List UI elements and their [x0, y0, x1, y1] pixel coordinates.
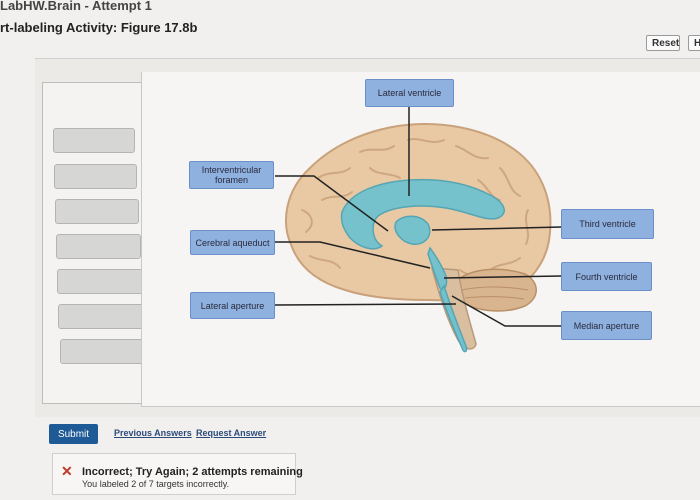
- assignment-title: LabHW.Brain - Attempt 1: [0, 0, 152, 13]
- previous-answers-link[interactable]: Previous Answers: [114, 428, 192, 438]
- feedback-panel: ✕ Incorrect; Try Again; 2 attempts remai…: [52, 453, 303, 495]
- brain-illustration: [285, 123, 552, 302]
- empty-label-slot[interactable]: [56, 234, 141, 259]
- help-button[interactable]: He: [688, 35, 700, 51]
- reset-button[interactable]: Reset: [646, 35, 680, 51]
- activity-title: rt-labeling Activity: Figure 17.8b: [0, 20, 198, 35]
- label-cerebral-aqueduct[interactable]: Cerebral aqueduct: [190, 230, 275, 255]
- feedback-status: Incorrect; Try Again; 2 attempts remaini…: [82, 466, 303, 478]
- incorrect-icon: ✕: [61, 463, 73, 479]
- cerebellum-folia: [461, 286, 529, 300]
- empty-label-slot[interactable]: [58, 304, 145, 329]
- label-lateral-ventricle[interactable]: Lateral ventricle: [365, 79, 454, 107]
- empty-label-slot[interactable]: [57, 269, 143, 294]
- leader-lines: [274, 107, 563, 327]
- feedback-detail: You labeled 2 of 7 targets incorrectly.: [82, 479, 230, 489]
- request-answer-link[interactable]: Request Answer: [196, 428, 267, 438]
- empty-label-slot[interactable]: [53, 128, 135, 153]
- label-interventricular-foramen[interactable]: Interventricular foramen: [189, 161, 274, 189]
- label-median-aperture[interactable]: Median aperture: [561, 311, 652, 340]
- label-lateral-aperture[interactable]: Lateral aperture: [190, 292, 275, 319]
- submit-button[interactable]: Submit: [49, 424, 98, 444]
- ventricles: [340, 178, 505, 353]
- empty-label-slot[interactable]: [55, 199, 139, 224]
- label-third-ventricle[interactable]: Third ventricle: [561, 209, 654, 239]
- brain-gyri: [301, 138, 529, 283]
- empty-label-slot[interactable]: [54, 164, 137, 189]
- central-canal-shape: [439, 284, 468, 353]
- label-fourth-ventricle[interactable]: Fourth ventricle: [561, 262, 652, 291]
- third-ventricle-shape: [394, 215, 431, 245]
- lateral-ventricle-shape: [340, 178, 505, 250]
